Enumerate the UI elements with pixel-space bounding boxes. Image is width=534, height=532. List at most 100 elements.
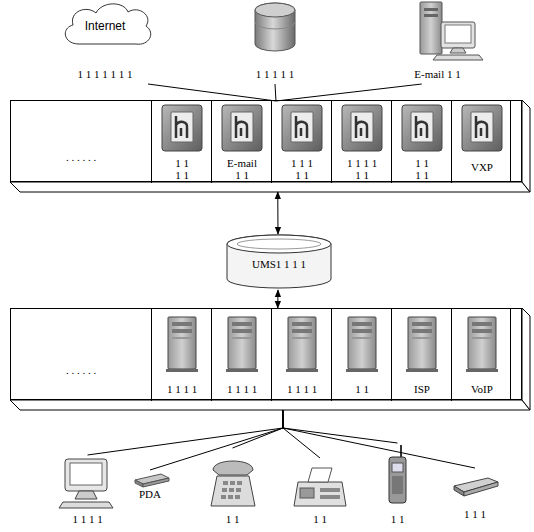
icon-part — [296, 116, 307, 138]
pda-device: PDA — [125, 470, 175, 504]
node-label: 1 1 1 1 1 — [240, 68, 310, 80]
node-label: 1 1 1 1 — [212, 383, 272, 395]
node-label: VXP — [452, 161, 512, 173]
node-label: 1 1 — [290, 513, 350, 525]
icon-part — [235, 495, 240, 499]
icon-part — [228, 495, 233, 499]
icon-part — [352, 337, 372, 339]
connector-line — [277, 290, 278, 308]
node-label: 1 1 1 1 — [272, 383, 332, 395]
access-server-module: VoIP — [451, 309, 511, 401]
node-label: Internet — [55, 20, 155, 33]
icon-part — [433, 55, 483, 60]
connector-line — [276, 84, 422, 101]
icon-part — [171, 112, 193, 142]
icon-part — [222, 105, 262, 151]
icon-part — [454, 486, 464, 496]
database-node: 1 1 1 1 1 — [240, 0, 310, 84]
modem-device: 1 1 1 — [450, 468, 500, 520]
icon-part — [292, 322, 312, 326]
node-label: E-mail 1 1 — [226, 157, 259, 181]
icon-part — [294, 482, 346, 506]
icon-part — [176, 116, 187, 138]
connector-line — [277, 192, 278, 234]
icon-part — [472, 337, 492, 339]
icon-part — [229, 488, 234, 492]
icon-part — [286, 369, 318, 372]
icon-part — [300, 488, 314, 498]
icon-part — [466, 369, 498, 372]
icon-part — [255, 3, 295, 17]
terminal-device: 1 1 1 1 — [55, 455, 120, 527]
mail-client-node: E-mail 1 1 — [385, 0, 490, 84]
connector-line — [283, 410, 475, 468]
connector-line — [148, 84, 276, 101]
icon-part — [221, 495, 226, 499]
node-label: 1 1 — [375, 513, 420, 525]
server-module: 1 1 1 1 — [391, 101, 451, 183]
icon-part — [282, 105, 322, 151]
node-label: . . . . . . — [31, 364, 131, 376]
node-label: 1 1 — [332, 383, 392, 395]
icon-part — [168, 317, 196, 369]
ums-platform: UMS1 1 1 1 — [225, 234, 333, 290]
icon-part — [471, 112, 493, 142]
icon-part — [236, 116, 247, 138]
icon-part — [450, 48, 466, 53]
icon-part — [462, 105, 502, 151]
icon-part — [166, 369, 198, 372]
connector-group — [88, 84, 476, 470]
icon-part — [227, 235, 331, 253]
server-module: 1 1 1 1 1 1 — [331, 101, 391, 183]
icon-part — [468, 317, 496, 369]
access-server-module: 1 1 1 1 — [271, 309, 331, 401]
icon-part — [292, 329, 312, 333]
node-label: 1 1 1 1 — [174, 157, 191, 181]
icon-part — [346, 369, 378, 372]
icon-part — [476, 116, 487, 138]
icon-part — [348, 317, 376, 369]
icon-part — [472, 322, 492, 326]
icon-part — [211, 476, 255, 506]
icon-part — [228, 317, 256, 369]
fax-device: 1 1 — [290, 458, 350, 527]
icon-part — [441, 22, 475, 48]
icon-part — [65, 459, 107, 491]
node-label: 1 1 1 1 — [152, 383, 212, 395]
access-band: . . . . . .1 1 1 11 1 1 11 1 1 11 1ISPVo… — [10, 308, 522, 400]
icon-part — [320, 495, 340, 499]
icon-part — [172, 329, 192, 333]
icon-part — [424, 8, 438, 11]
module-divider — [510, 100, 511, 182]
connector-line — [283, 410, 320, 458]
icon-part — [237, 481, 242, 485]
connector-line — [275, 84, 277, 101]
access-server-module: 1 1 1 1 — [151, 309, 211, 401]
icon-part — [392, 463, 403, 472]
connector-line — [233, 410, 284, 448]
icon-part — [352, 322, 372, 326]
icon-part — [420, 2, 442, 54]
icon-part — [236, 488, 241, 492]
node-label: . . . . . . — [31, 151, 131, 163]
connector-line — [283, 410, 398, 443]
icon-part — [424, 14, 438, 17]
phone-device: 1 1 — [205, 448, 260, 527]
icon-part — [59, 502, 113, 508]
icon-part — [232, 329, 252, 333]
icon-part — [222, 488, 227, 492]
icon-part — [143, 478, 169, 487]
icon-part — [472, 329, 492, 333]
icon-part — [389, 457, 406, 503]
icon-part — [75, 491, 97, 499]
icon-part — [412, 337, 432, 339]
band-side-face — [522, 308, 530, 410]
icon-part — [411, 112, 433, 142]
icon-part — [392, 476, 403, 494]
icon-part — [308, 468, 332, 482]
icon-part — [237, 239, 321, 249]
server-module: E-mail 1 1 — [211, 101, 271, 183]
icon-part — [135, 480, 143, 487]
